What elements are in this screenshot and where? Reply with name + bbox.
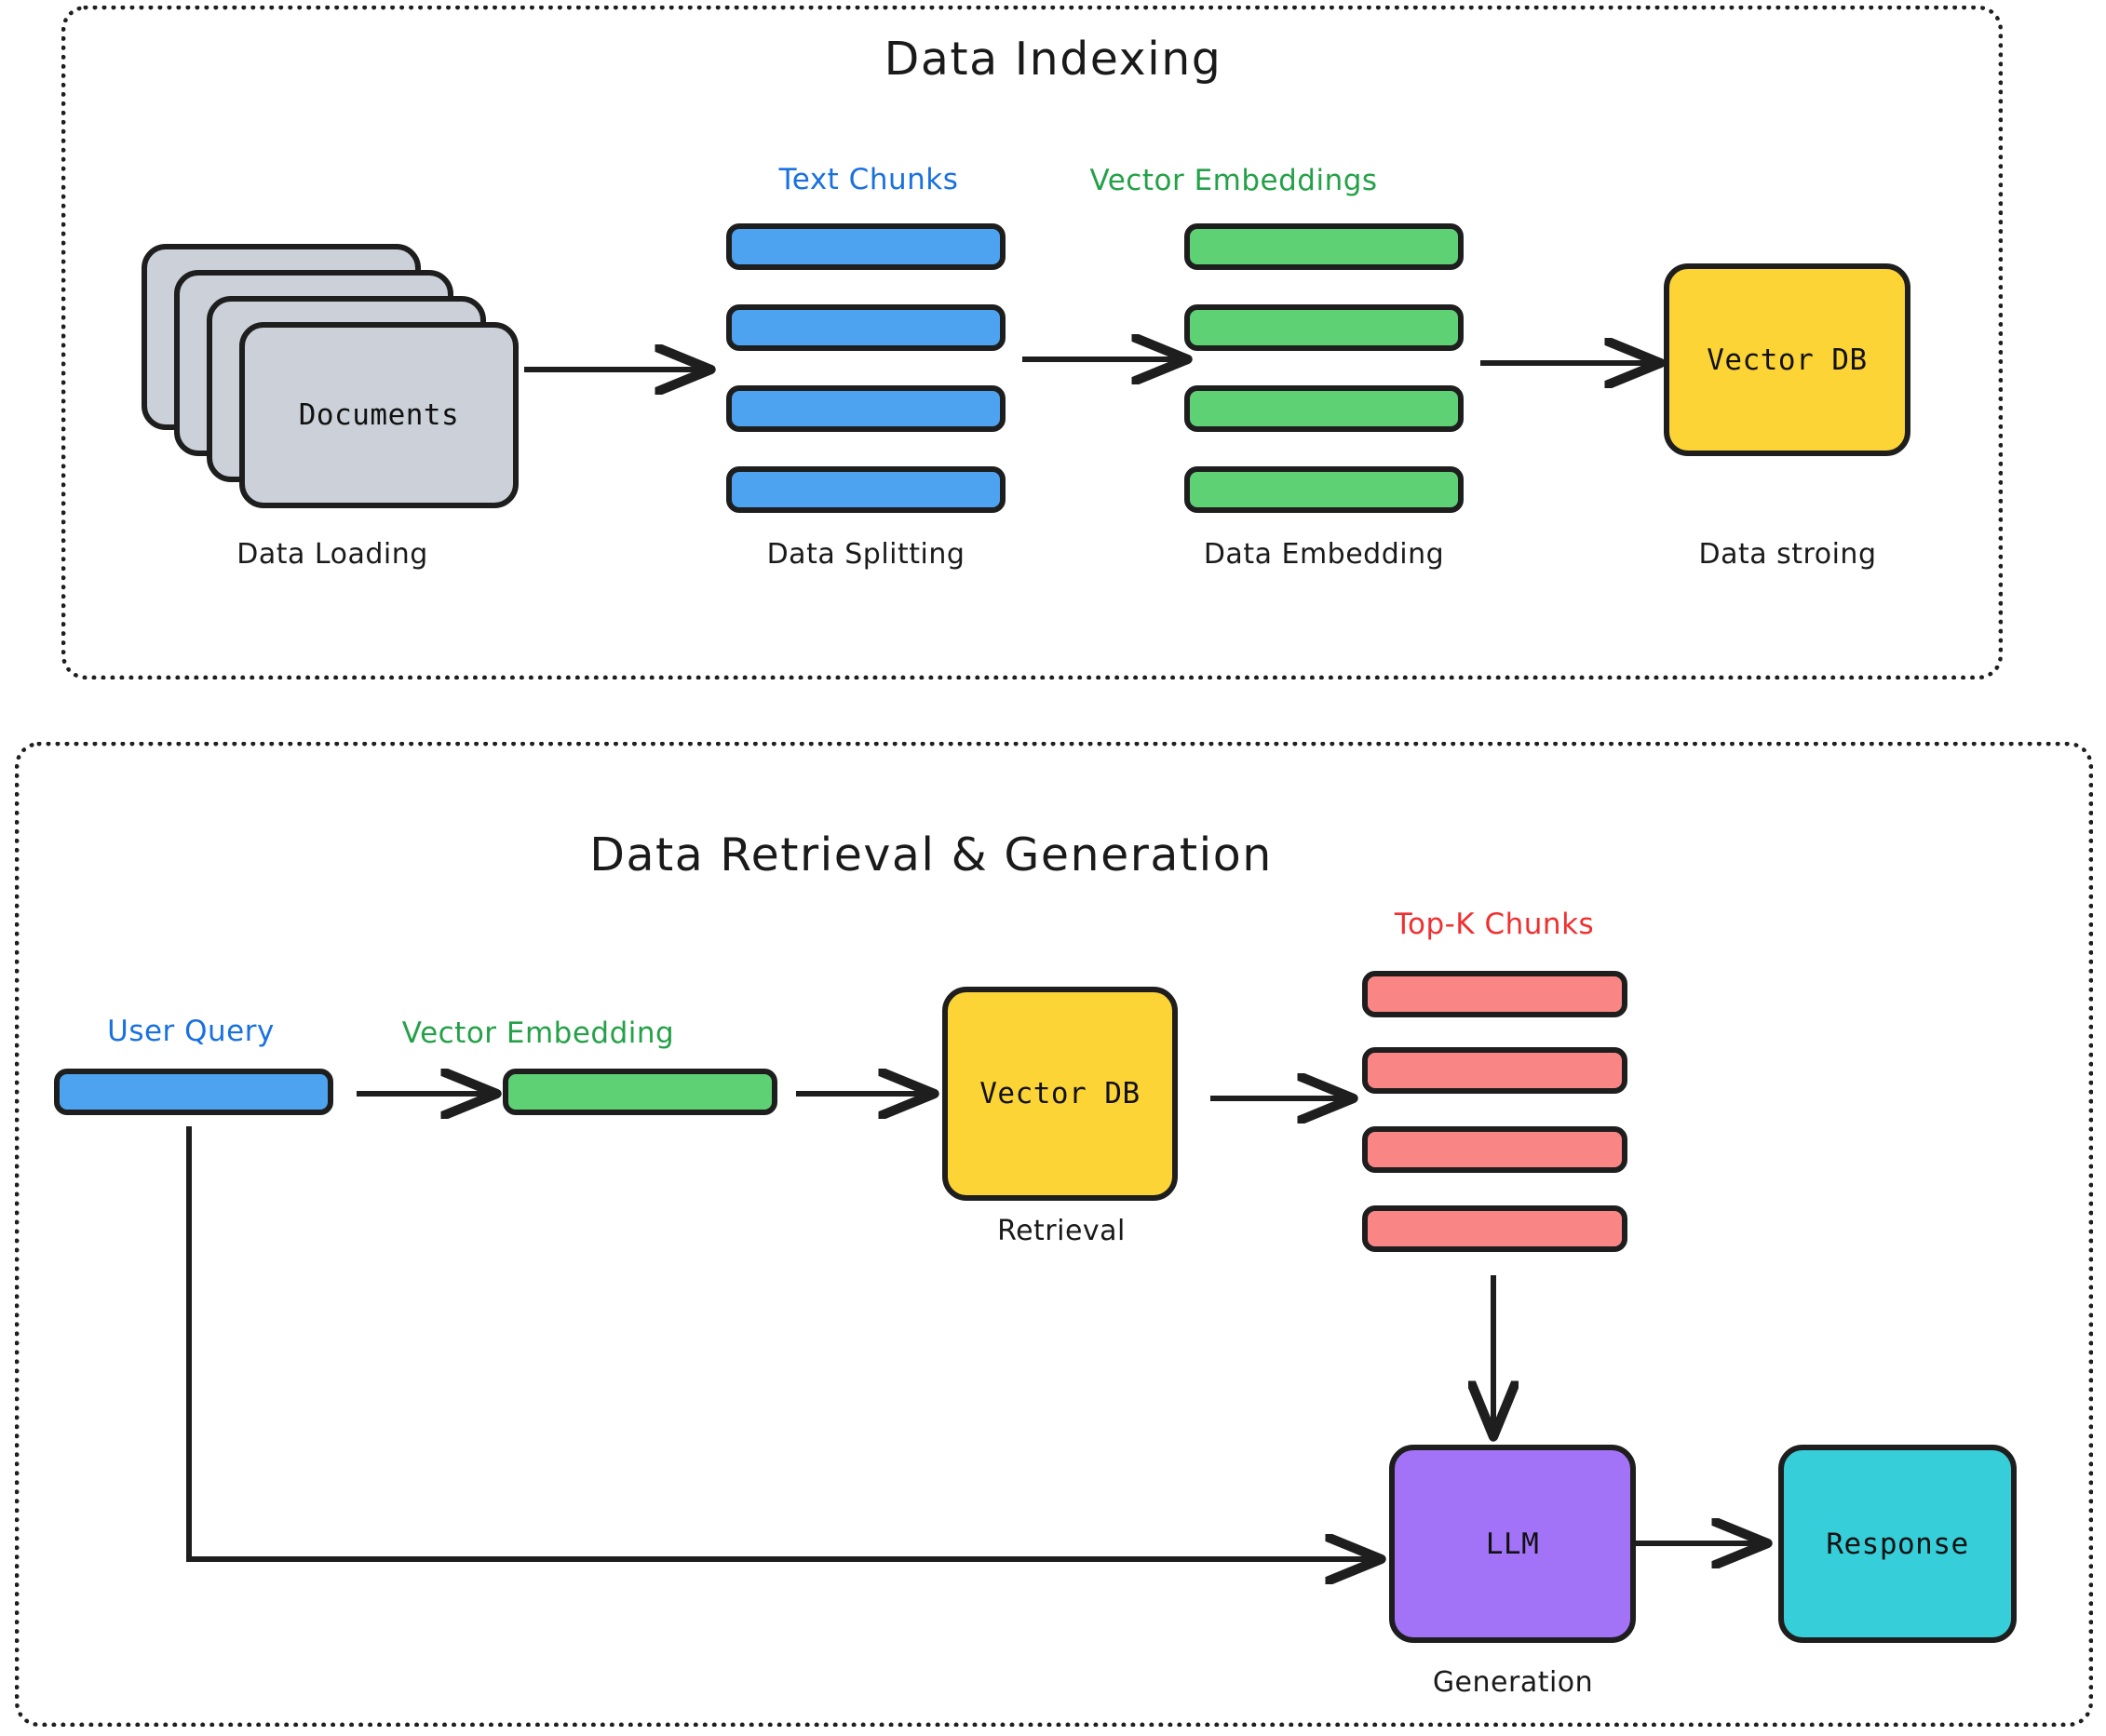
caption-data-splitting: Data Splitting xyxy=(766,538,965,571)
response-box[interactable]: Response xyxy=(1778,1445,2017,1643)
response-label: Response xyxy=(1826,1527,1969,1561)
connector-userquery-to-llm xyxy=(186,1126,1378,1559)
text-chunk-1[interactable] xyxy=(726,223,1006,270)
group-label-topk-chunks: Top-K Chunks xyxy=(1394,908,1595,941)
vector-db-label: Vector DB xyxy=(1707,343,1868,377)
text-chunk-4[interactable] xyxy=(726,466,1006,513)
panel-title-data-retrieval-generation: Data Retrieval & Generation xyxy=(589,828,1273,881)
llm-label: LLM xyxy=(1485,1527,1540,1561)
vector-embedding-box[interactable] xyxy=(503,1069,777,1115)
vector-db-label: Vector DB xyxy=(979,1077,1141,1110)
topk-chunk-4[interactable] xyxy=(1362,1205,1627,1252)
user-query-box[interactable] xyxy=(54,1069,333,1115)
caption-retrieval: Retrieval xyxy=(997,1215,1126,1247)
vector-embedding-1[interactable] xyxy=(1184,223,1464,270)
topk-chunk-3[interactable] xyxy=(1362,1126,1627,1173)
caption-data-embedding: Data Embedding xyxy=(1203,538,1445,571)
caption-data-loading: Data Loading xyxy=(236,538,428,571)
text-chunk-3[interactable] xyxy=(726,385,1006,432)
vector-embedding-2[interactable] xyxy=(1184,304,1464,351)
group-label-user-query: User Query xyxy=(107,1015,275,1048)
group-label-vector-embedding: Vector Embedding xyxy=(401,1016,675,1050)
vector-embedding-4[interactable] xyxy=(1184,466,1464,513)
group-label-vector-embeddings: Vector Embeddings xyxy=(1089,164,1378,197)
topk-chunk-2[interactable] xyxy=(1362,1047,1627,1094)
documents-label: Documents xyxy=(298,398,460,432)
vector-embedding-3[interactable] xyxy=(1184,385,1464,432)
text-chunk-2[interactable] xyxy=(726,304,1006,351)
panel-title-data-indexing: Data Indexing xyxy=(884,33,1222,86)
document-card-front[interactable]: Documents xyxy=(239,322,519,508)
caption-generation: Generation xyxy=(1432,1666,1594,1699)
panel-data-indexing xyxy=(61,6,2003,680)
panel-data-retrieval-generation xyxy=(15,742,2093,1727)
vector-db-retrieval[interactable]: Vector DB xyxy=(942,987,1178,1201)
vector-db-indexing[interactable]: Vector DB xyxy=(1664,263,1910,456)
group-label-text-chunks: Text Chunks xyxy=(778,163,959,196)
caption-data-storing: Data stroing xyxy=(1698,538,1877,571)
llm-box[interactable]: LLM xyxy=(1389,1445,1636,1643)
topk-chunk-1[interactable] xyxy=(1362,971,1627,1017)
